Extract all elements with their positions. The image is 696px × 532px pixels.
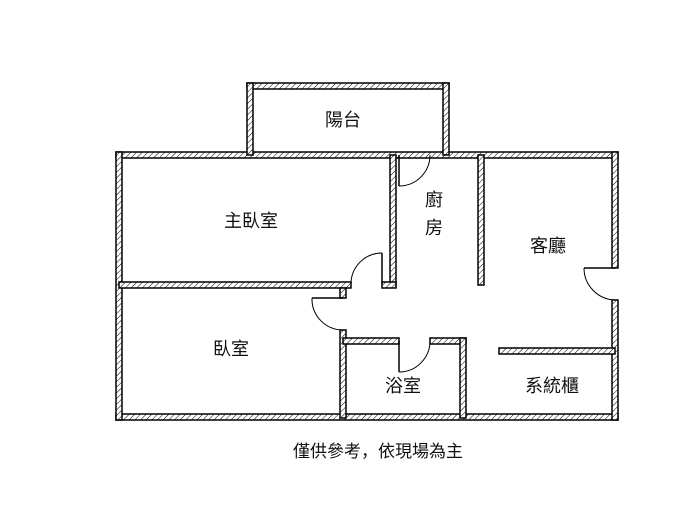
- balcony-walls: [246, 82, 450, 156]
- kitchen-label-line2: 房: [425, 218, 443, 239]
- bedroom-label: 臥室: [213, 339, 249, 360]
- door-master-bedroom: [350, 252, 383, 285]
- door-bathroom: [398, 340, 431, 373]
- living-room-label: 客廳: [530, 236, 566, 257]
- disclaimer-note: 僅供參考，依現場為主: [293, 442, 463, 462]
- balcony-label: 陽台: [325, 110, 361, 131]
- door-bedroom: [311, 297, 344, 331]
- door-kitchen-entry: [398, 154, 431, 187]
- master-bedroom-label: 主臥室: [224, 211, 278, 232]
- bathroom-label: 浴室: [385, 376, 421, 397]
- door-main-entrance: [583, 267, 616, 301]
- interior-walls: [118, 154, 616, 419]
- cabinet-label: 系統櫃: [525, 376, 579, 397]
- kitchen-label-line1: 廚: [425, 189, 443, 211]
